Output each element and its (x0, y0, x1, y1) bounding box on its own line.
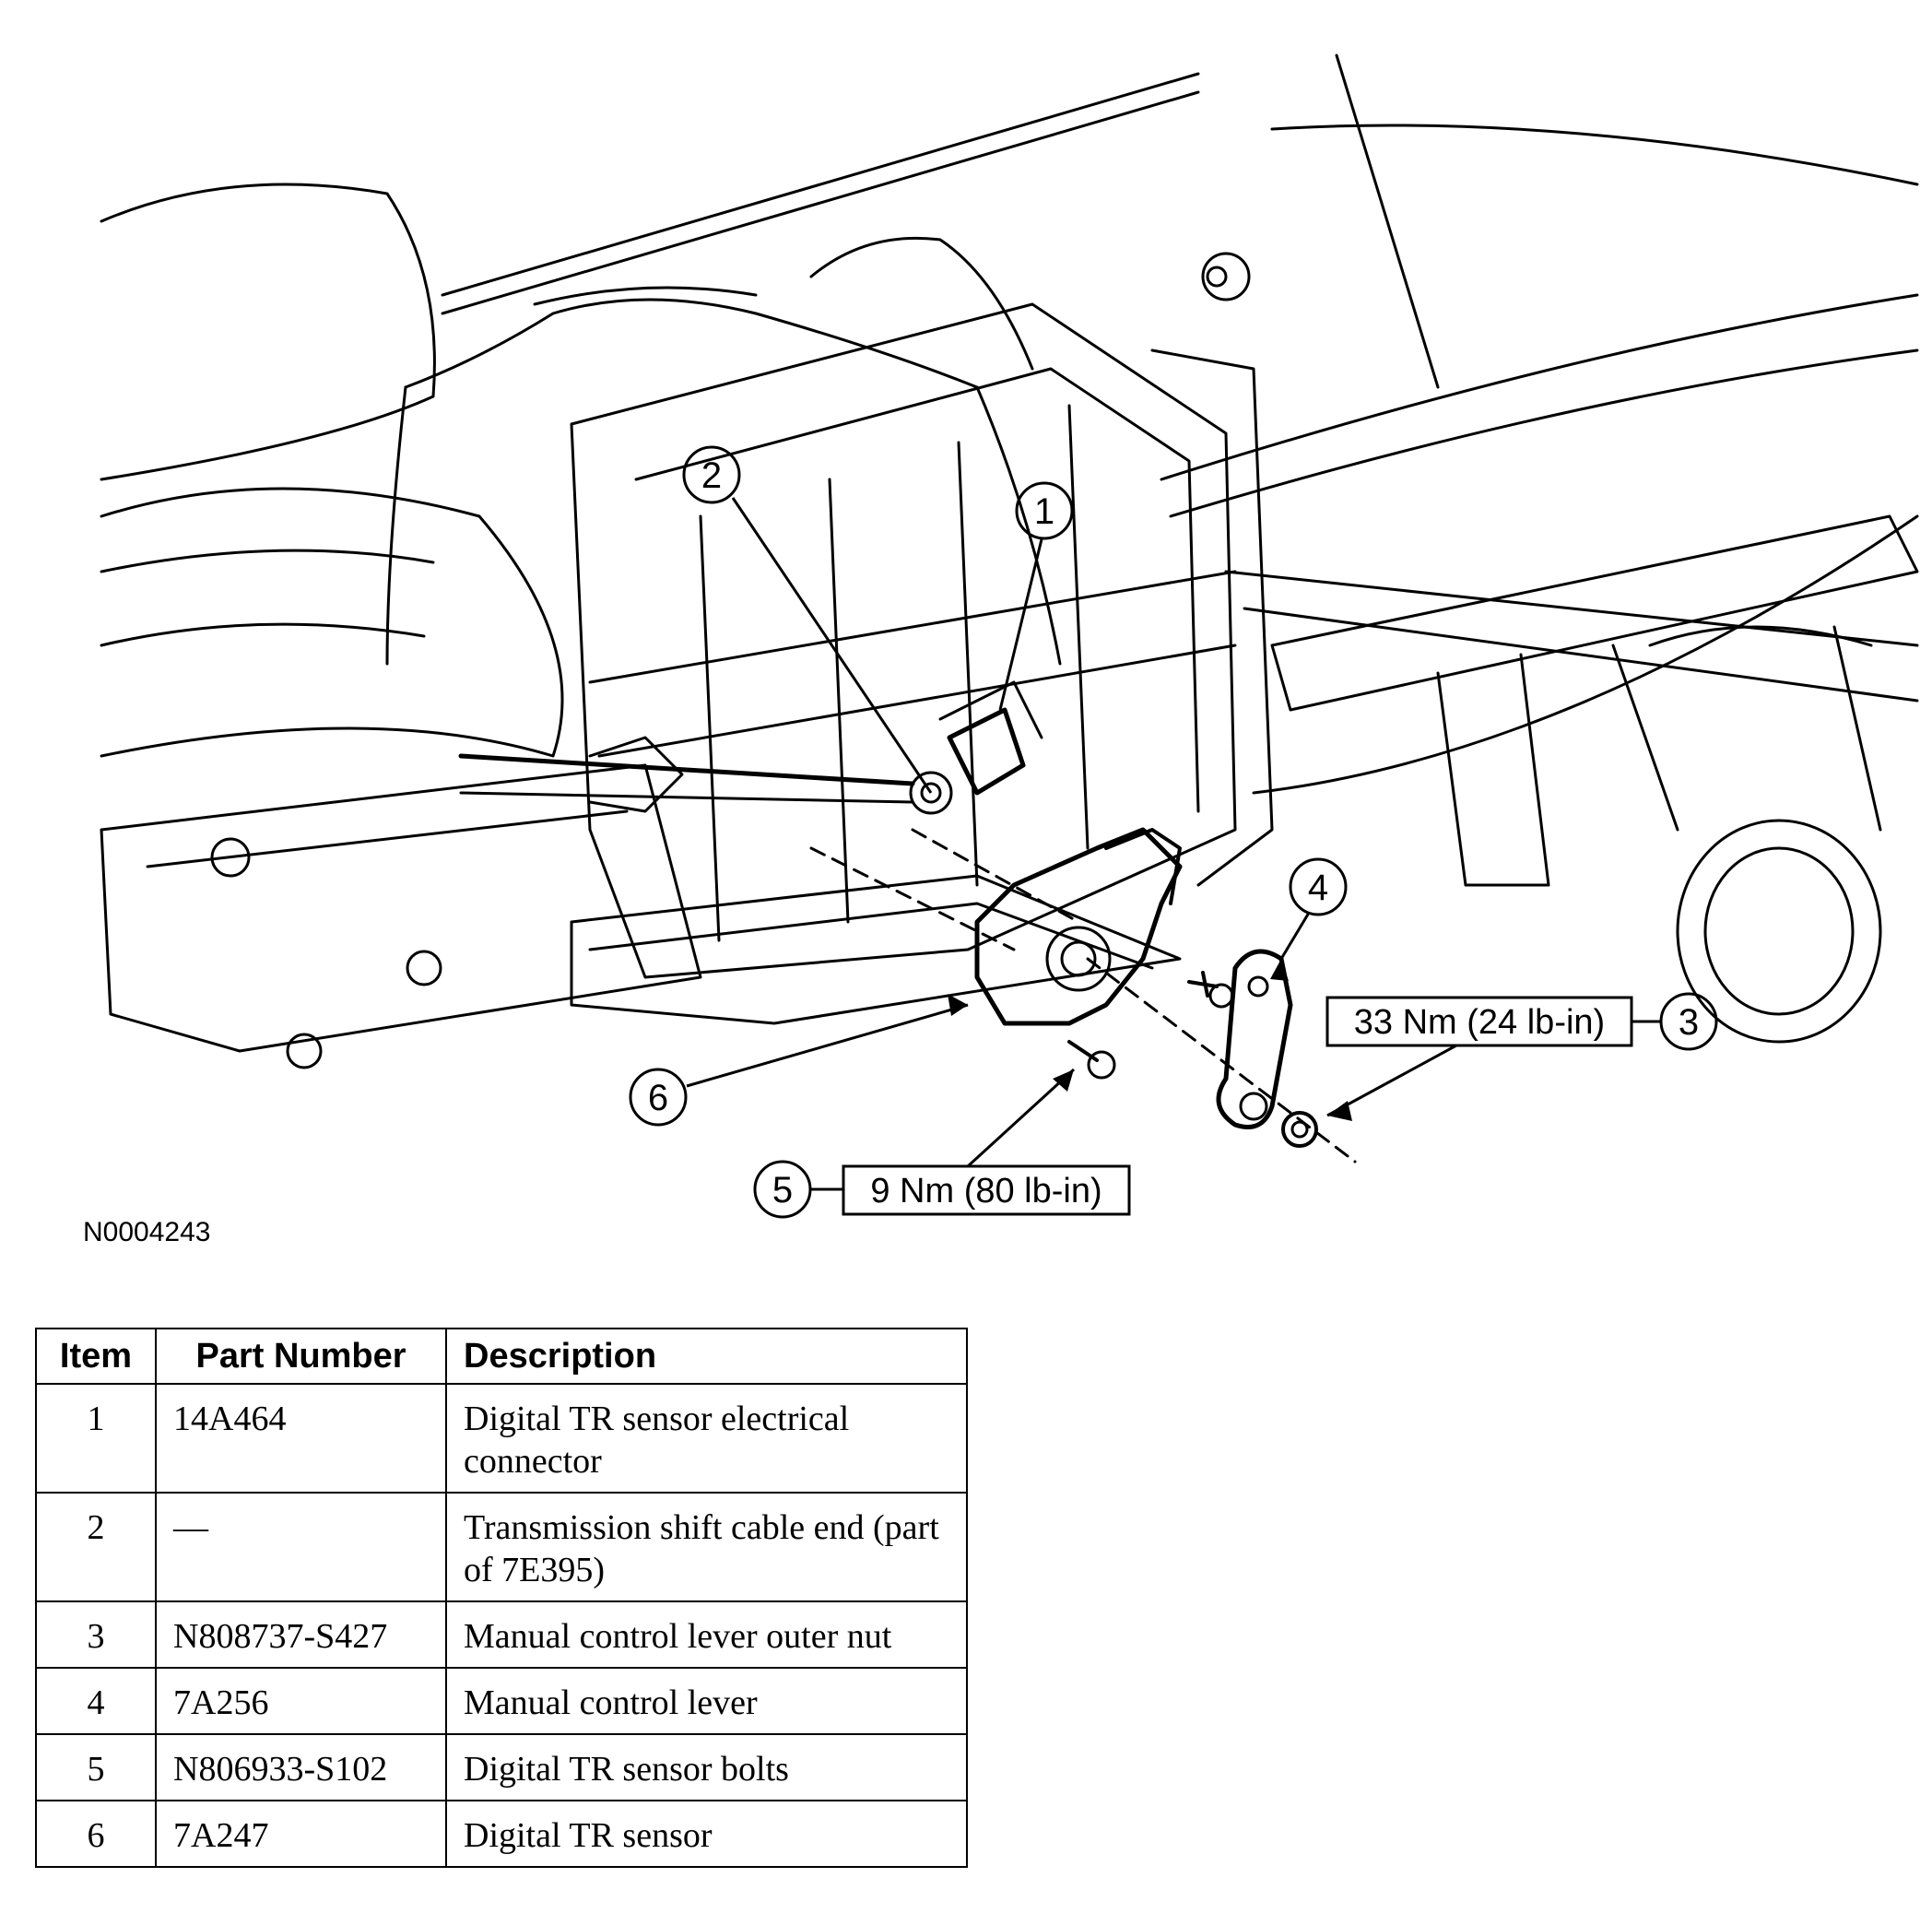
table-header-row: Item Part Number Description (35, 1328, 968, 1385)
cell-description: Digital TR sensor bolts (445, 1733, 968, 1801)
cell-description: Manual control lever (445, 1667, 968, 1735)
cell-item: 6 (35, 1800, 157, 1868)
callout-circle-4 (1289, 857, 1348, 916)
torque-box-5 (842, 1164, 1131, 1216)
cell-item: 5 (35, 1733, 157, 1801)
header-item: Item (35, 1328, 157, 1385)
callout-circle-1 (1015, 481, 1074, 540)
exploded-view-illustration: 2 1 4 3 6 5 33 Nm (24 lb-in) 9 Nm (80 lb… (100, 53, 1919, 1219)
torque-label-3: 33 Nm (24 lb-in) (1354, 1003, 1605, 1042)
callout-circle-6 (629, 1068, 688, 1127)
table-row: 5 N806933-S102 Digital TR sensor bolts (35, 1733, 968, 1801)
callout-6: 6 (648, 1078, 668, 1118)
table-row: 6 7A247 Digital TR sensor (35, 1800, 968, 1868)
cell-description: Digital TR sensor (445, 1800, 968, 1868)
table-row: 2 — Transmission shift cable end (part o… (35, 1492, 968, 1602)
header-description: Description (445, 1328, 968, 1385)
cell-item: 1 (35, 1383, 157, 1494)
table-row: 4 7A256 Manual control lever (35, 1667, 968, 1735)
cell-description: Transmission shift cable end (part of 7E… (445, 1492, 968, 1602)
callout-5: 5 (772, 1170, 793, 1211)
cell-part-number: — (155, 1492, 447, 1602)
cell-part-number: N808737-S427 (155, 1600, 447, 1669)
cell-part-number: N806933-S102 (155, 1733, 447, 1801)
callout-3: 3 (1679, 1002, 1699, 1043)
callout-2: 2 (701, 455, 722, 496)
torque-box-3 (1325, 996, 1633, 1047)
callout-1: 1 (1034, 491, 1054, 532)
cell-part-number: 14A464 (155, 1383, 447, 1494)
torque-label-5: 9 Nm (80 lb-in) (870, 1172, 1101, 1211)
cell-description: Digital TR sensor electrical connector (445, 1383, 968, 1494)
table-row: 3 N808737-S427 Manual control lever oute… (35, 1600, 968, 1669)
cell-item: 2 (35, 1492, 157, 1602)
cell-part-number: 7A247 (155, 1800, 447, 1868)
cell-part-number: 7A256 (155, 1667, 447, 1735)
cell-item: 4 (35, 1667, 157, 1735)
callout-circle-2 (682, 445, 741, 504)
figure-id: N0004243 (83, 1217, 211, 1247)
transmission-line-drawing: 2 1 4 3 6 5 33 Nm (24 lb-in) 9 Nm (80 lb… (100, 53, 1919, 1219)
table-row: 1 14A464 Digital TR sensor electrical co… (35, 1383, 968, 1494)
cell-description: Manual control lever outer nut (445, 1600, 968, 1669)
cell-item: 3 (35, 1600, 157, 1669)
callout-circle-5 (753, 1160, 812, 1219)
callout-4: 4 (1308, 868, 1328, 908)
parts-table: Item Part Number Description 1 14A464 Di… (35, 1328, 968, 1868)
header-part-number: Part Number (155, 1328, 447, 1385)
